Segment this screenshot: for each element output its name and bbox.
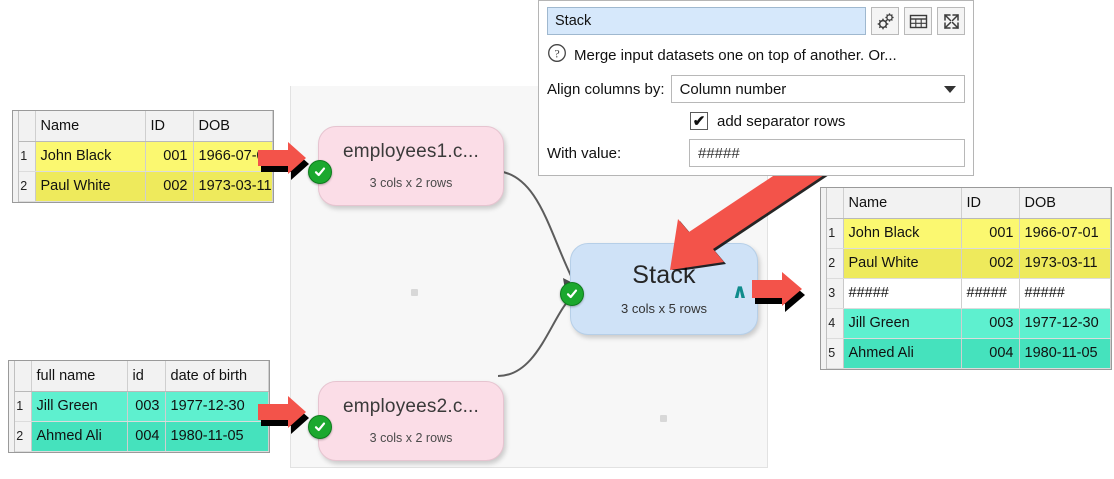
with-value-input[interactable]: ##### [689, 139, 965, 167]
cell-id[interactable]: ##### [961, 278, 1020, 309]
cell-name[interactable]: Paul White [843, 248, 962, 279]
column-header[interactable]: DOB [193, 111, 273, 142]
column-header[interactable]: ID [961, 188, 1020, 219]
cell-id[interactable]: 001 [145, 141, 194, 172]
table-row[interactable]: 3 ##### ##### ##### [821, 278, 1111, 309]
node-employees1[interactable]: employees1.c... 3 cols x 2 rows [308, 126, 504, 206]
align-columns-label: Align columns by: [547, 80, 665, 98]
add-separator-rows-checkbox[interactable]: ✔ [690, 112, 708, 130]
node-subtitle: 3 cols x 5 rows [621, 301, 707, 316]
table-left-gutter [13, 111, 19, 202]
dialog-description-row: ? Merge input datasets one on top of ano… [547, 43, 965, 67]
dialog-description: Merge input datasets one on top of anoth… [574, 46, 897, 64]
with-value-label: With value: [547, 144, 622, 162]
svg-text:?: ? [554, 46, 559, 60]
table-row[interactable]: 5 Ahmed Ali 004 1980-11-05 [821, 338, 1111, 369]
table-row[interactable]: 2 Paul White 002 1973-03-11 [821, 248, 1111, 279]
table-header-row: Name ID DOB [13, 111, 273, 142]
add-separator-rows-row: ✔ add separator rows [547, 112, 965, 130]
arrow-from-stack-output [752, 272, 822, 318]
table-header-row: Name ID DOB [821, 188, 1111, 219]
cell-name[interactable]: Ahmed Ali [843, 338, 962, 369]
node-title: employees1.c... [342, 141, 480, 163]
arrow-to-employees2 [258, 396, 324, 440]
question-mark-icon[interactable]: ? [547, 43, 567, 67]
cell-id[interactable]: 002 [145, 171, 194, 202]
expand-icon[interactable] [937, 7, 965, 35]
table-row[interactable]: 1 John Black 001 1966-07-01 [13, 141, 273, 172]
employees1-table[interactable]: Name ID DOB 1 John Black 001 1966-07-01 … [12, 110, 274, 203]
node-status-ok-icon [308, 160, 332, 184]
table-row[interactable]: 2 Paul White 002 1973-03-11 [13, 171, 273, 202]
arrow-dialog-to-stack-node [660, 150, 840, 272]
cell-dob[interactable]: 1980-11-05 [1019, 338, 1111, 369]
node-output-marker[interactable]: ∧ [731, 279, 748, 303]
cell-name[interactable]: Paul White [35, 171, 146, 202]
table-row[interactable]: 1 John Black 001 1966-07-01 [821, 218, 1111, 249]
employees2-table[interactable]: full name id date of birth 1 Jill Green … [8, 360, 270, 453]
cell-dob[interactable]: 1973-03-11 [193, 171, 273, 202]
arrow-to-employees1 [258, 142, 324, 186]
add-separator-rows-label[interactable]: add separator rows [717, 112, 846, 130]
with-value-row: With value: ##### [547, 139, 965, 167]
table-row[interactable]: 4 Jill Green 003 1977-12-30 [821, 308, 1111, 339]
node-status-ok-icon [308, 415, 332, 439]
cell-name[interactable]: Jill Green [843, 308, 962, 339]
column-header[interactable]: ID [145, 111, 194, 142]
canvas-grid-dot [660, 415, 667, 422]
column-header[interactable]: DOB [1019, 188, 1111, 219]
cell-dob[interactable]: ##### [1019, 278, 1111, 309]
cell-id[interactable]: 002 [961, 248, 1020, 279]
node-employees2[interactable]: employees2.c... 3 cols x 2 rows [308, 381, 504, 461]
cell-name[interactable]: Jill Green [31, 391, 128, 422]
cell-id[interactable]: 001 [961, 218, 1020, 249]
align-columns-row: Align columns by: Column number [547, 75, 965, 103]
dialog-title-row: Stack [547, 7, 965, 35]
column-header[interactable]: date of birth [165, 361, 269, 392]
cell-name[interactable]: ##### [843, 278, 962, 309]
cell-name[interactable]: Ahmed Ali [31, 421, 128, 452]
cell-dob[interactable]: 1977-12-30 [1019, 308, 1111, 339]
table-row[interactable]: 2 Ahmed Ali 004 1980-11-05 [9, 421, 269, 452]
table-view-icon[interactable] [904, 7, 932, 35]
canvas-grid-dot [411, 289, 418, 296]
cell-id[interactable]: 003 [127, 391, 166, 422]
table-row[interactable]: 1 Jill Green 003 1977-12-30 [9, 391, 269, 422]
table-header-row: full name id date of birth [9, 361, 269, 392]
table-left-gutter [821, 188, 827, 369]
cell-dob[interactable]: 1980-11-05 [165, 421, 269, 452]
align-columns-select[interactable]: Column number [670, 75, 965, 103]
cell-id[interactable]: 003 [961, 308, 1020, 339]
node-status-ok-icon [560, 282, 584, 306]
chevron-down-icon [944, 85, 956, 93]
node-title: employees2.c... [342, 396, 480, 418]
cell-dob[interactable]: 1973-03-11 [1019, 248, 1111, 279]
column-header[interactable]: id [127, 361, 166, 392]
stack-settings-dialog[interactable]: Stack [538, 0, 974, 176]
stack-output-table[interactable]: Name ID DOB 1 John Black 001 1966-07-01 … [820, 187, 1112, 370]
column-header[interactable]: Name [843, 188, 962, 219]
align-columns-value: Column number [679, 80, 787, 98]
cell-name[interactable]: John Black [843, 218, 962, 249]
node-subtitle: 3 cols x 2 rows [369, 431, 453, 446]
column-header[interactable]: full name [31, 361, 128, 392]
settings-gears-icon[interactable] [871, 7, 899, 35]
cell-id[interactable]: 004 [961, 338, 1020, 369]
cell-id[interactable]: 004 [127, 421, 166, 452]
cell-name[interactable]: John Black [35, 141, 146, 172]
cell-dob[interactable]: 1977-12-30 [165, 391, 269, 422]
node-subtitle: 3 cols x 2 rows [369, 176, 453, 191]
table-left-gutter [9, 361, 15, 452]
column-header[interactable]: Name [35, 111, 146, 142]
cell-dob[interactable]: 1966-07-01 [1019, 218, 1111, 249]
item-name-input[interactable]: Stack [547, 7, 866, 35]
